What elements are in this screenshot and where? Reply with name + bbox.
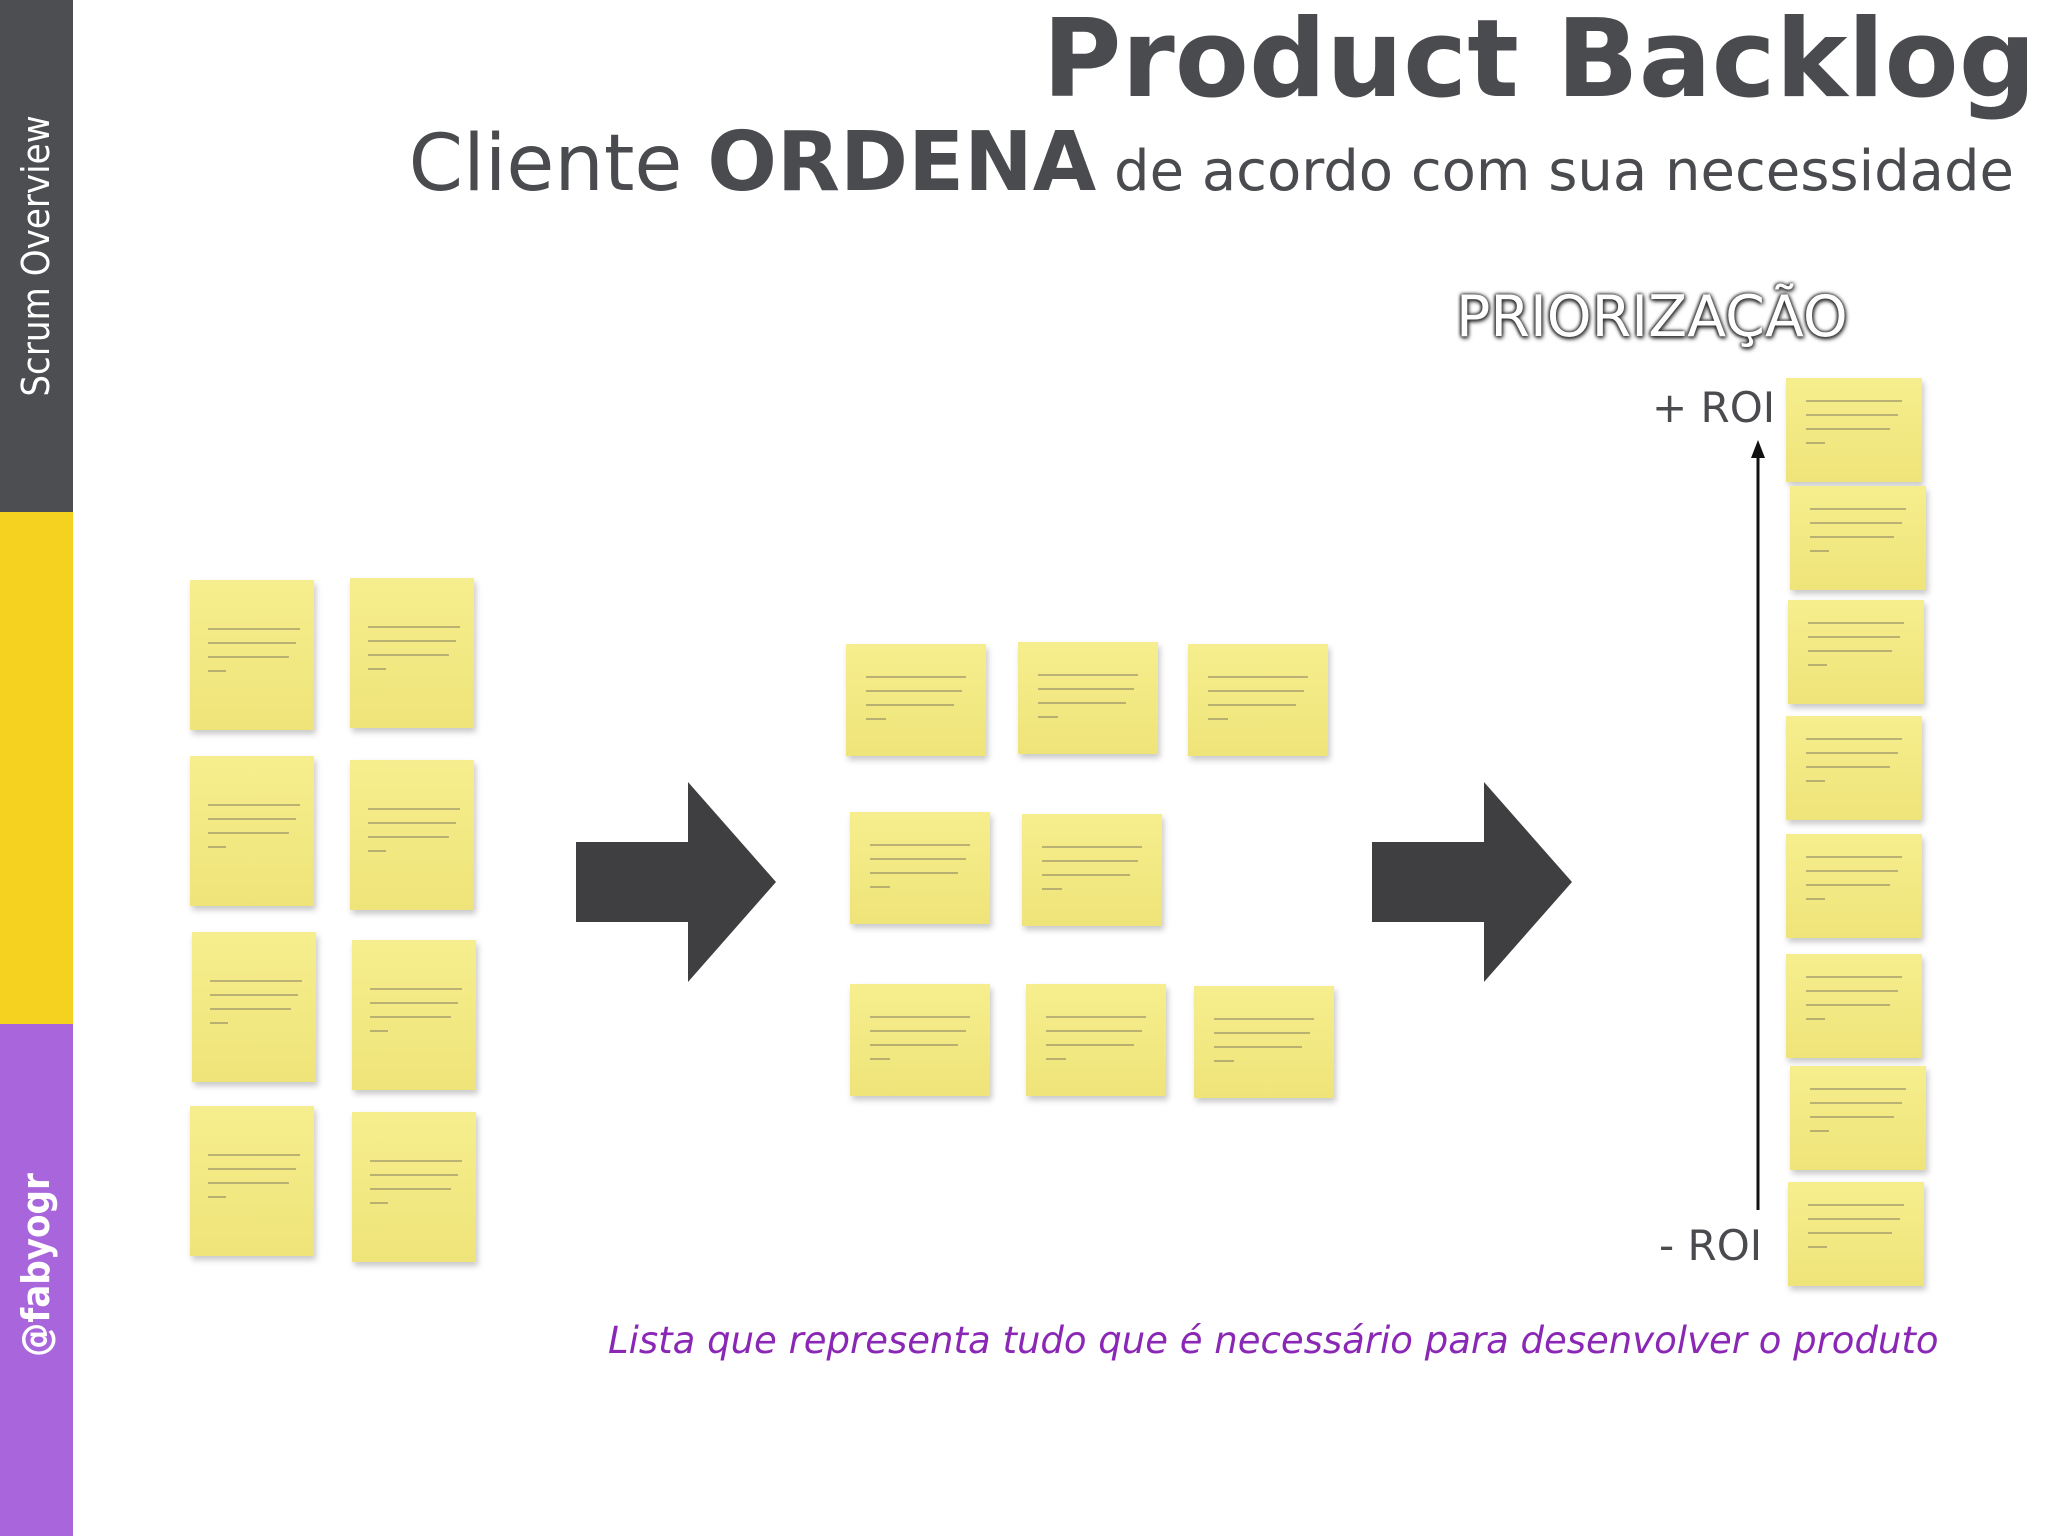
sidebar-gray-block	[0, 0, 73, 512]
subtitle-bold: ORDENA	[707, 115, 1097, 210]
sticky-note	[1788, 1182, 1924, 1286]
sticky-note	[1194, 986, 1334, 1098]
sidebar-yellow-block	[0, 512, 73, 1024]
priority-label: PRIORIZAÇÃO	[1456, 284, 1848, 350]
caption: Lista que representa tudo que é necessár…	[608, 1319, 1939, 1362]
sidebar-author-label: @fabyogr	[14, 1173, 58, 1357]
sidebar-purple-block	[0, 1024, 73, 1536]
right-arrow-icon	[576, 782, 776, 982]
sticky-note	[352, 1112, 476, 1262]
sticky-note	[1786, 834, 1922, 938]
sidebar: Scrum Overview @fabyogr	[0, 0, 73, 1536]
sticky-note	[190, 756, 314, 906]
sticky-note	[1786, 716, 1922, 820]
sticky-note	[1786, 378, 1922, 482]
subtitle-part1: Cliente	[408, 119, 708, 209]
right-arrow-icon	[1372, 782, 1572, 982]
sticky-note	[1790, 486, 1926, 590]
sticky-note	[1790, 1066, 1926, 1170]
sticky-note	[350, 578, 474, 728]
sticky-note	[352, 940, 476, 1090]
sticky-note	[1788, 600, 1924, 704]
sticky-note	[190, 1106, 314, 1256]
sidebar-section-label: Scrum Overview	[14, 115, 58, 397]
sticky-note	[192, 932, 316, 1082]
page-title: Product Backlog	[1042, 0, 2036, 122]
low-roi-label: - ROI	[1659, 1221, 1763, 1270]
up-arrow-icon	[1751, 440, 1765, 1210]
sticky-note	[850, 984, 990, 1096]
high-roi-label: + ROI	[1652, 383, 1776, 432]
sticky-note	[1018, 642, 1158, 754]
subtitle-part2: de acordo com sua necessidade	[1096, 139, 2014, 204]
page-subtitle: Cliente ORDENA de acordo com sua necessi…	[409, 113, 2014, 235]
sticky-note	[1026, 984, 1166, 1096]
sticky-note	[850, 812, 990, 924]
sticky-note	[350, 760, 474, 910]
sticky-note	[190, 580, 314, 730]
sticky-note	[1188, 644, 1328, 756]
sticky-note	[1786, 954, 1922, 1058]
sticky-note	[846, 644, 986, 756]
sticky-note	[1022, 814, 1162, 926]
